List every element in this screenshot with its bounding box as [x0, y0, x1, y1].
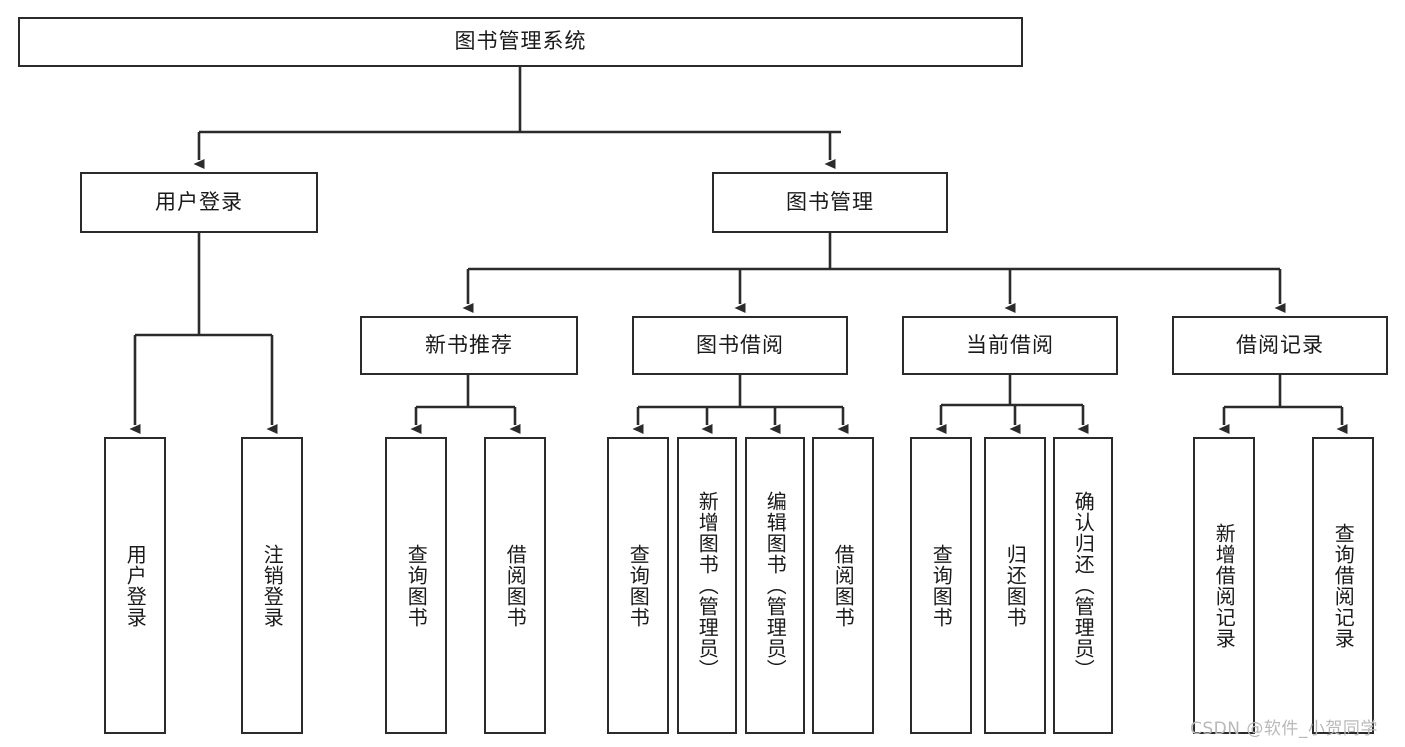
node-label: 新增图书（管理员）: [695, 491, 720, 680]
node-borrow-record[interactable]: 借阅记录: [1172, 316, 1388, 375]
node-label: 借阅图书: [831, 543, 856, 628]
node-label: 图书借阅: [696, 332, 784, 357]
node-label: 新书推荐: [425, 332, 513, 357]
node-label: 图书管理系统: [454, 29, 587, 54]
node-label: 确认归还（管理员）: [1071, 491, 1096, 680]
node-label: 图书管理: [786, 189, 874, 214]
node-root-system[interactable]: 图书管理系统: [18, 17, 1023, 67]
node-label: 当前借阅: [966, 332, 1054, 357]
node-user-login-module[interactable]: 用户登录: [80, 172, 318, 233]
leaf-record-query[interactable]: 查询借阅记录: [1312, 437, 1374, 734]
csdn-watermark: CSDN @软件_小贺同学: [1190, 719, 1378, 739]
leaf-borrow-add-book[interactable]: 新增图书（管理员）: [677, 437, 737, 734]
node-label: 查询图书: [626, 543, 651, 628]
node-label: 注销登录: [260, 543, 285, 628]
leaf-user-login[interactable]: 用户登录: [104, 437, 166, 734]
node-book-borrow[interactable]: 图书借阅: [632, 316, 848, 375]
leaf-current-confirm-return[interactable]: 确认归还（管理员）: [1053, 437, 1113, 734]
leaf-borrow-lend-book[interactable]: 借阅图书: [812, 437, 874, 734]
node-label: 查询图书: [404, 543, 429, 628]
leaf-new-query-book[interactable]: 查询图书: [385, 437, 447, 734]
node-current-borrow[interactable]: 当前借阅: [902, 316, 1118, 375]
node-label: 用户登录: [155, 189, 243, 214]
leaf-new-borrow-book[interactable]: 借阅图书: [484, 437, 546, 734]
node-label: 查询图书: [929, 543, 954, 628]
node-label: 查询借阅记录: [1331, 522, 1356, 649]
leaf-borrow-query-book[interactable]: 查询图书: [607, 437, 669, 734]
node-label: 借阅记录: [1236, 332, 1324, 357]
leaf-current-return-book[interactable]: 归还图书: [984, 437, 1046, 734]
leaf-borrow-edit-book[interactable]: 编辑图书（管理员）: [745, 437, 805, 734]
node-label: 归还图书: [1003, 543, 1028, 628]
node-label: 用户登录: [123, 543, 148, 628]
leaf-user-logout[interactable]: 注销登录: [241, 437, 303, 734]
node-book-management-module[interactable]: 图书管理: [712, 172, 948, 233]
node-label: 新增借阅记录: [1212, 522, 1237, 649]
leaf-record-add[interactable]: 新增借阅记录: [1193, 437, 1255, 734]
node-label: 编辑图书（管理员）: [763, 491, 788, 680]
node-label: 借阅图书: [503, 543, 528, 628]
node-new-book-recommend[interactable]: 新书推荐: [360, 316, 578, 375]
leaf-current-query-book[interactable]: 查询图书: [910, 437, 972, 734]
